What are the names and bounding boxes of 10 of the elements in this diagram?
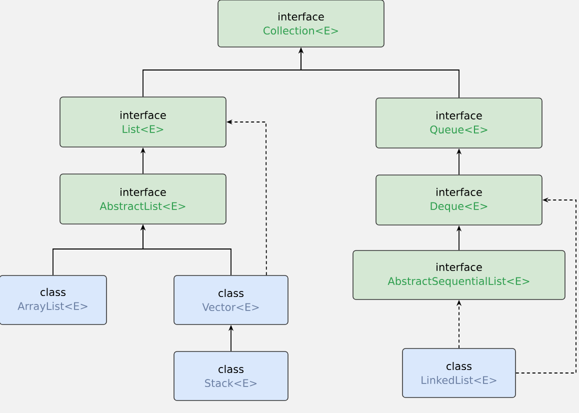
class-box: class Stack<E>	[174, 351, 288, 401]
interface-box: interface AbstractSequentialList<E>	[352, 250, 566, 300]
interface-box: interface Queue<E>	[376, 98, 542, 148]
interface-box: interface Collection<E>	[218, 0, 384, 48]
interface-box: interface List<E>	[60, 96, 226, 148]
class-box: class ArrayList<E>	[0, 275, 107, 325]
interface-box: interface Deque<E>	[376, 174, 542, 226]
class-box: class LinkedList<E>	[402, 348, 516, 398]
class-box: class Vector<E>	[174, 275, 288, 325]
interface-box: interface AbstractList<E>	[60, 174, 226, 224]
